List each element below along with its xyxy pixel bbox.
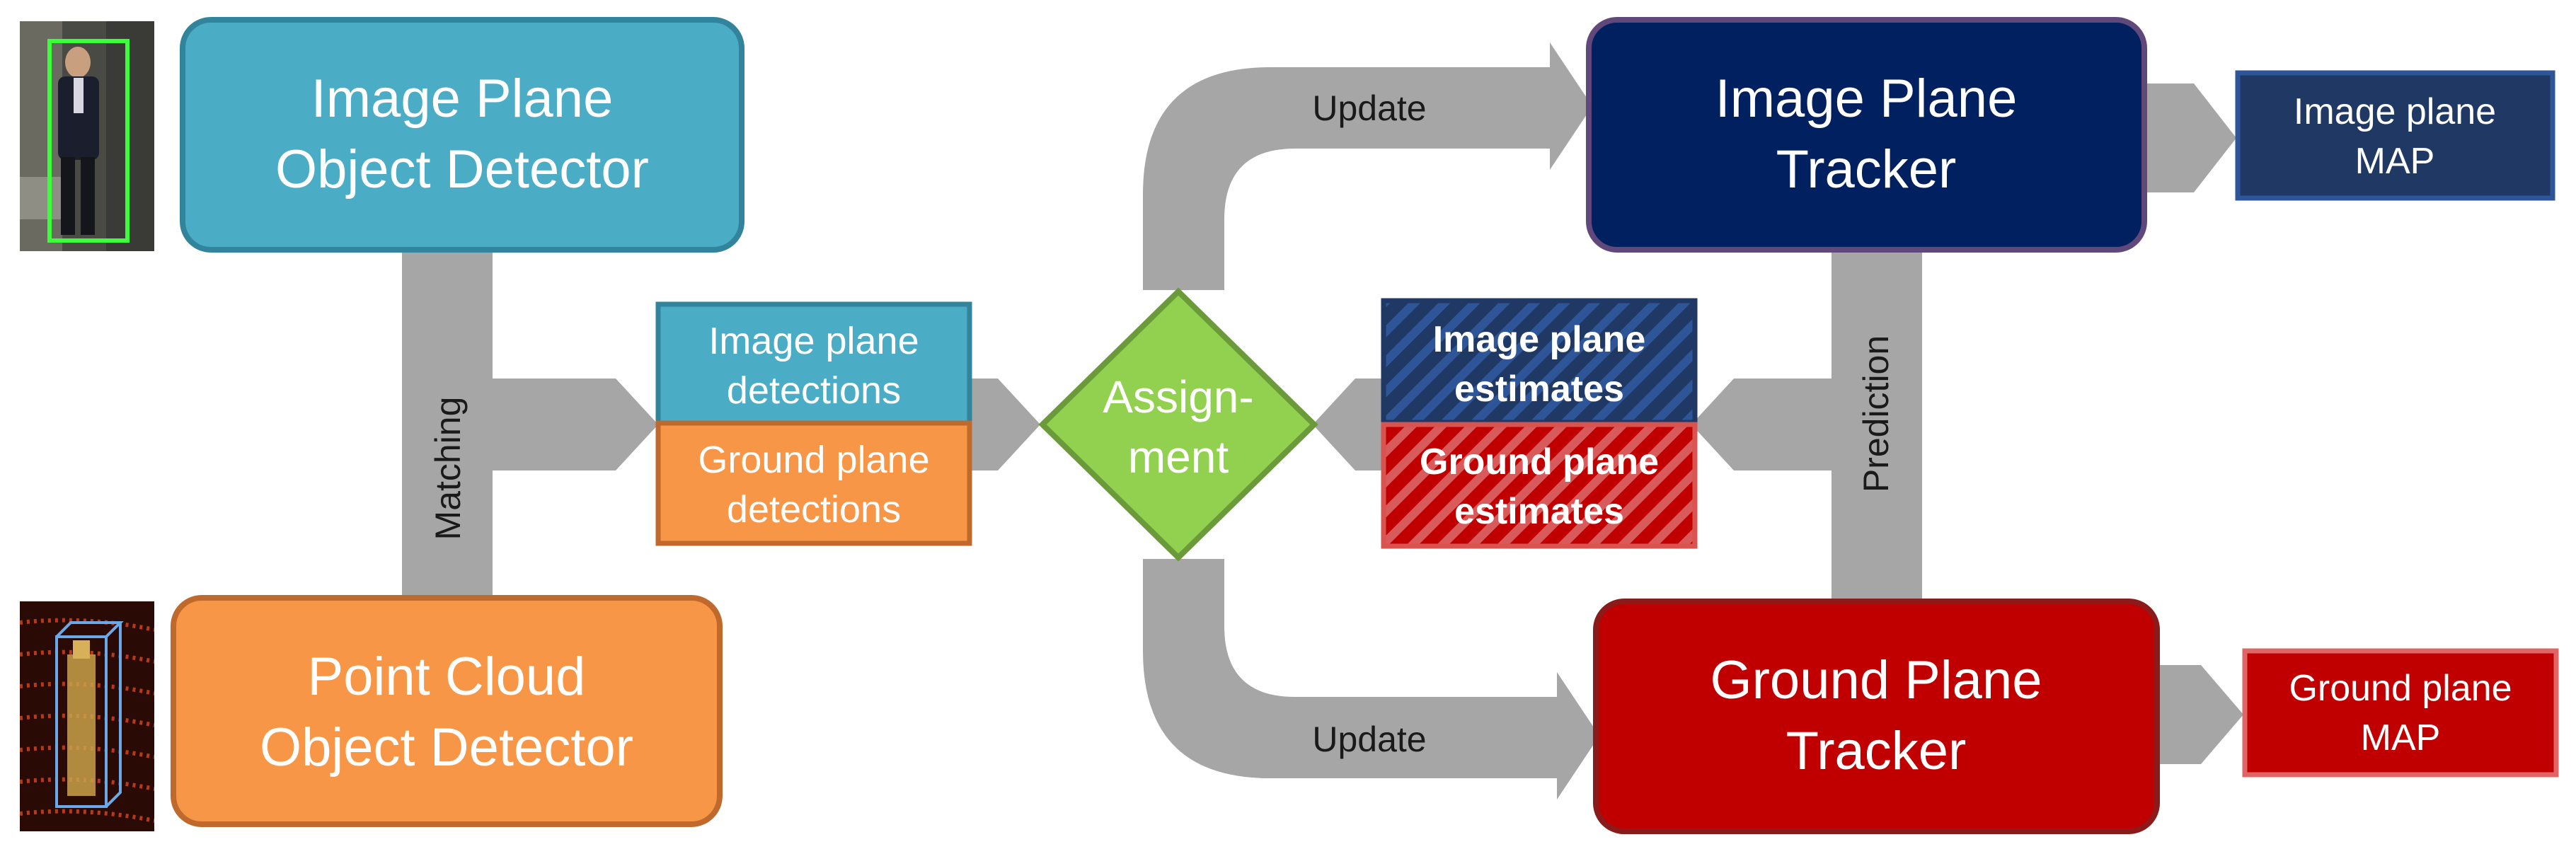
matching-label: Matching: [428, 397, 468, 541]
image-plane-map-line2: MAP: [2355, 141, 2435, 182]
flow-arrows: [402, 42, 2243, 799]
image-plane-estimates: Image plane estimates: [1381, 298, 1698, 425]
image-plane-object-detector: Image Plane Object Detector: [180, 17, 744, 253]
image-tracker-to-map-arrow: [2144, 83, 2236, 192]
prediction-connector: [1832, 251, 1922, 601]
image-plane-estimates-line1: Image plane: [1433, 319, 1646, 360]
update-loop-connector: [1143, 42, 1592, 290]
ground-tracker-to-map-arrow: [2157, 665, 2243, 764]
point-cloud-object-detector-line2: Object Detector: [260, 717, 633, 778]
ground-plane-tracker-line2: Tracker: [1786, 721, 1967, 781]
ground-plane-estimates-line1: Ground plane: [1420, 441, 1659, 483]
image-plane-estimates-line2: estimates: [1454, 369, 1624, 410]
image-plane-detections: Image plane detections: [655, 301, 972, 426]
prediction-arrow: [1691, 379, 1832, 470]
image-plane-tracker-line2: Tracker: [1776, 139, 1957, 200]
assignment-node: Assign- ment: [1038, 287, 1318, 562]
person-with-bounding-box-photo: [20, 21, 154, 251]
estimates-to-assignment-arrow: [1313, 379, 1384, 470]
update-top-label: Update: [1312, 88, 1426, 128]
image-plane-tracker: Image Plane Tracker: [1586, 17, 2147, 253]
ground-plane-detections-line1: Ground plane: [698, 439, 929, 481]
point-cloud-with-3d-box-image: [20, 601, 154, 831]
update-loop-connector-bottom: [1143, 559, 1599, 799]
matching-connector: [402, 251, 493, 601]
point-cloud-object-detector: Point Cloud Object Detector: [171, 595, 723, 827]
image-plane-tracker-line1: Image Plane: [1715, 69, 2018, 129]
ground-plane-tracker-line1: Ground Plane: [1710, 650, 2042, 710]
assignment-line2: ment: [1128, 432, 1229, 483]
image-plane-object-detector-line1: Image Plane: [311, 69, 614, 129]
ground-plane-map: Ground plane MAP: [2242, 648, 2559, 778]
image-plane-detections-line2: detections: [727, 369, 901, 412]
detections-to-assignment-arrow: [970, 379, 1040, 470]
ground-plane-estimates-line2: estimates: [1454, 491, 1624, 532]
ground-plane-detections: Ground plane detections: [655, 420, 972, 546]
image-plane-detections-line1: Image plane: [708, 320, 919, 362]
ground-plane-tracker: Ground Plane Tracker: [1593, 599, 2160, 834]
image-plane-map: Image plane MAP: [2235, 70, 2555, 201]
ground-plane-detections-line2: detections: [727, 488, 901, 531]
ground-plane-estimates: Ground plane estimates: [1381, 422, 1698, 549]
matching-arrow: [493, 379, 658, 470]
image-plane-object-detector-line2: Object Detector: [275, 139, 649, 200]
update-bottom-label: Update: [1312, 720, 1426, 759]
ground-plane-map-line1: Ground plane: [2289, 668, 2512, 709]
assignment-line1: Assign-: [1103, 371, 1253, 422]
prediction-label: Prediction: [1856, 335, 1896, 492]
bounding-box: [47, 39, 130, 243]
image-plane-map-line1: Image plane: [2294, 91, 2496, 132]
point-cloud-object-detector-line1: Point Cloud: [308, 647, 586, 707]
ground-plane-map-line2: MAP: [2361, 717, 2441, 758]
